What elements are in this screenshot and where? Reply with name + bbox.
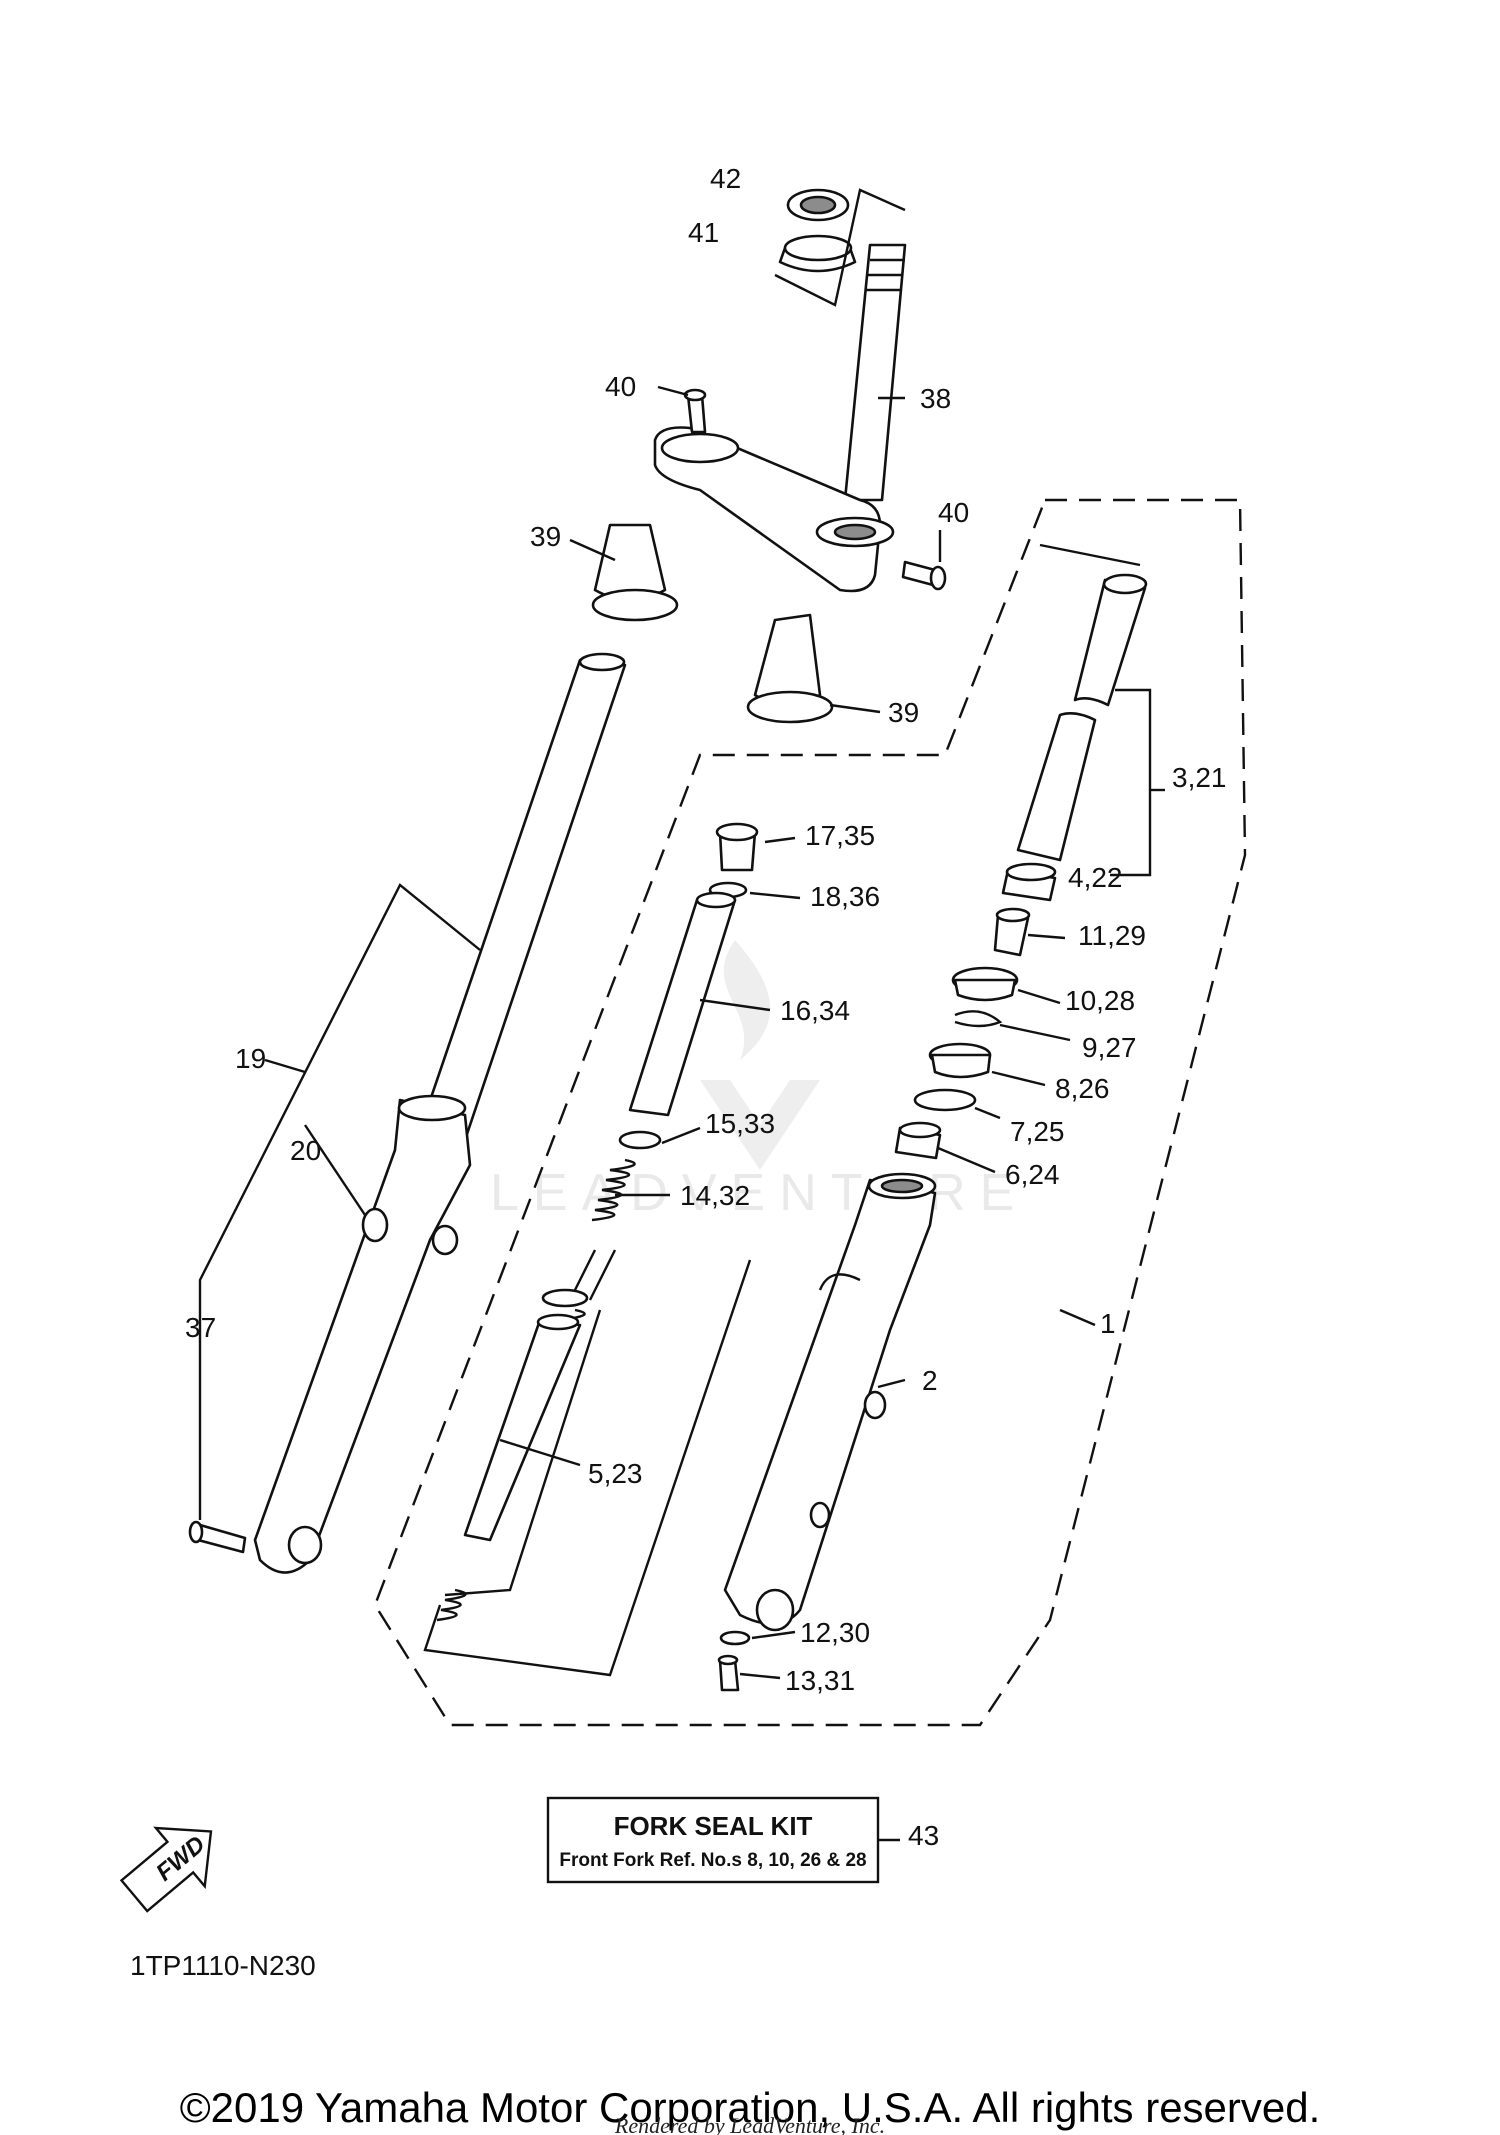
washer-12-30 [719,1630,751,1646]
copyright: ©2019 Yamaha Motor Corporation, U.S.A. A… [180,2084,1321,2131]
outer-tube-2 [723,1178,937,1626]
kit-subtitle: Front Fork Ref. No.s 8, 10, 26 & 28 [559,1850,866,1871]
inner-tube-3-21-upper [1073,578,1147,707]
callout-40-lower: 40 [938,497,969,528]
under-bracket-38 [653,426,882,593]
damper-rod-5-23 [463,1318,582,1542]
callout-3-21: 3,21 [1172,762,1227,793]
callout-4-22: 4,22 [1068,862,1123,893]
callout-16-34: 16,34 [780,995,850,1026]
rebound-spring-ring [541,1288,589,1308]
fork-assembly-outline [373,498,1247,1727]
fwd-arrow: FWD [119,1826,213,1913]
fork-internals [423,822,801,1677]
watermark: LEADVENTURE [490,940,1028,1222]
callout-9-27: 9,27 [1082,1032,1137,1063]
left-fork-leg-19 [188,652,627,1574]
watermark-text: LEADVENTURE [490,1164,1028,1222]
callout-39-left: 39 [530,521,561,552]
callout-8-26: 8,26 [1055,1073,1110,1104]
left-outer-tube [253,1098,472,1574]
bolt-37 [196,1523,247,1554]
steering-stem-assembly [653,188,947,593]
callout-38: 38 [920,383,951,414]
fwd-arrow-icon [119,1826,213,1913]
callout-19: 19 [235,1043,266,1074]
diagram-code: 1TP1110-N230 [130,1950,316,1981]
right-fork-parts [717,543,1165,1692]
callout-20: 20 [290,1135,321,1166]
callout-12-30: 12,30 [800,1617,870,1648]
callout-17-35: 17,35 [805,820,875,851]
clip-9-27 [954,1010,1003,1028]
washer-7-25 [913,1088,977,1112]
rendered-by: Rendered by LeadVenture, Inc. [614,2113,885,2135]
steering-stem-shaft [843,243,907,502]
callout-10-28: 10,28 [1065,985,1135,1016]
callout-1: 1 [1100,1308,1116,1339]
callouts: 42 41 40 38 40 39 39 3,21 17,35 4,22 18,… [185,163,1227,1851]
fork-seal-kit-box: FORK SEAL KIT Front Fork Ref. No.s 8, 10… [546,1796,900,1884]
callout-14-32: 14,32 [680,1180,750,1211]
callout-11-29: 11,29 [1078,920,1146,951]
callout-43: 43 [908,1820,939,1851]
callout-15-33: 15,33 [705,1108,775,1139]
inner-tube-3-21-lower [1016,712,1097,862]
callout-40-upper: 40 [605,371,636,402]
left-inner-tube [418,658,627,1142]
callout-37: 37 [185,1312,216,1343]
callout-39-right: 39 [888,697,919,728]
cover-39-left [593,523,667,602]
callout-42: 42 [710,163,741,194]
kit-title: FORK SEAL KIT [614,1811,813,1841]
callout-7-25: 7,25 [1010,1116,1065,1147]
callout-41: 41 [688,217,719,248]
washer-15-33 [618,1130,662,1150]
callout-6-24: 6,24 [1005,1159,1060,1190]
callout-5-23: 5,23 [588,1458,643,1489]
callout-18-36: 18,36 [810,881,880,912]
callout-2: 2 [922,1365,938,1396]
fork-covers [569,523,881,724]
callout-13-31: 13,31 [785,1665,855,1696]
